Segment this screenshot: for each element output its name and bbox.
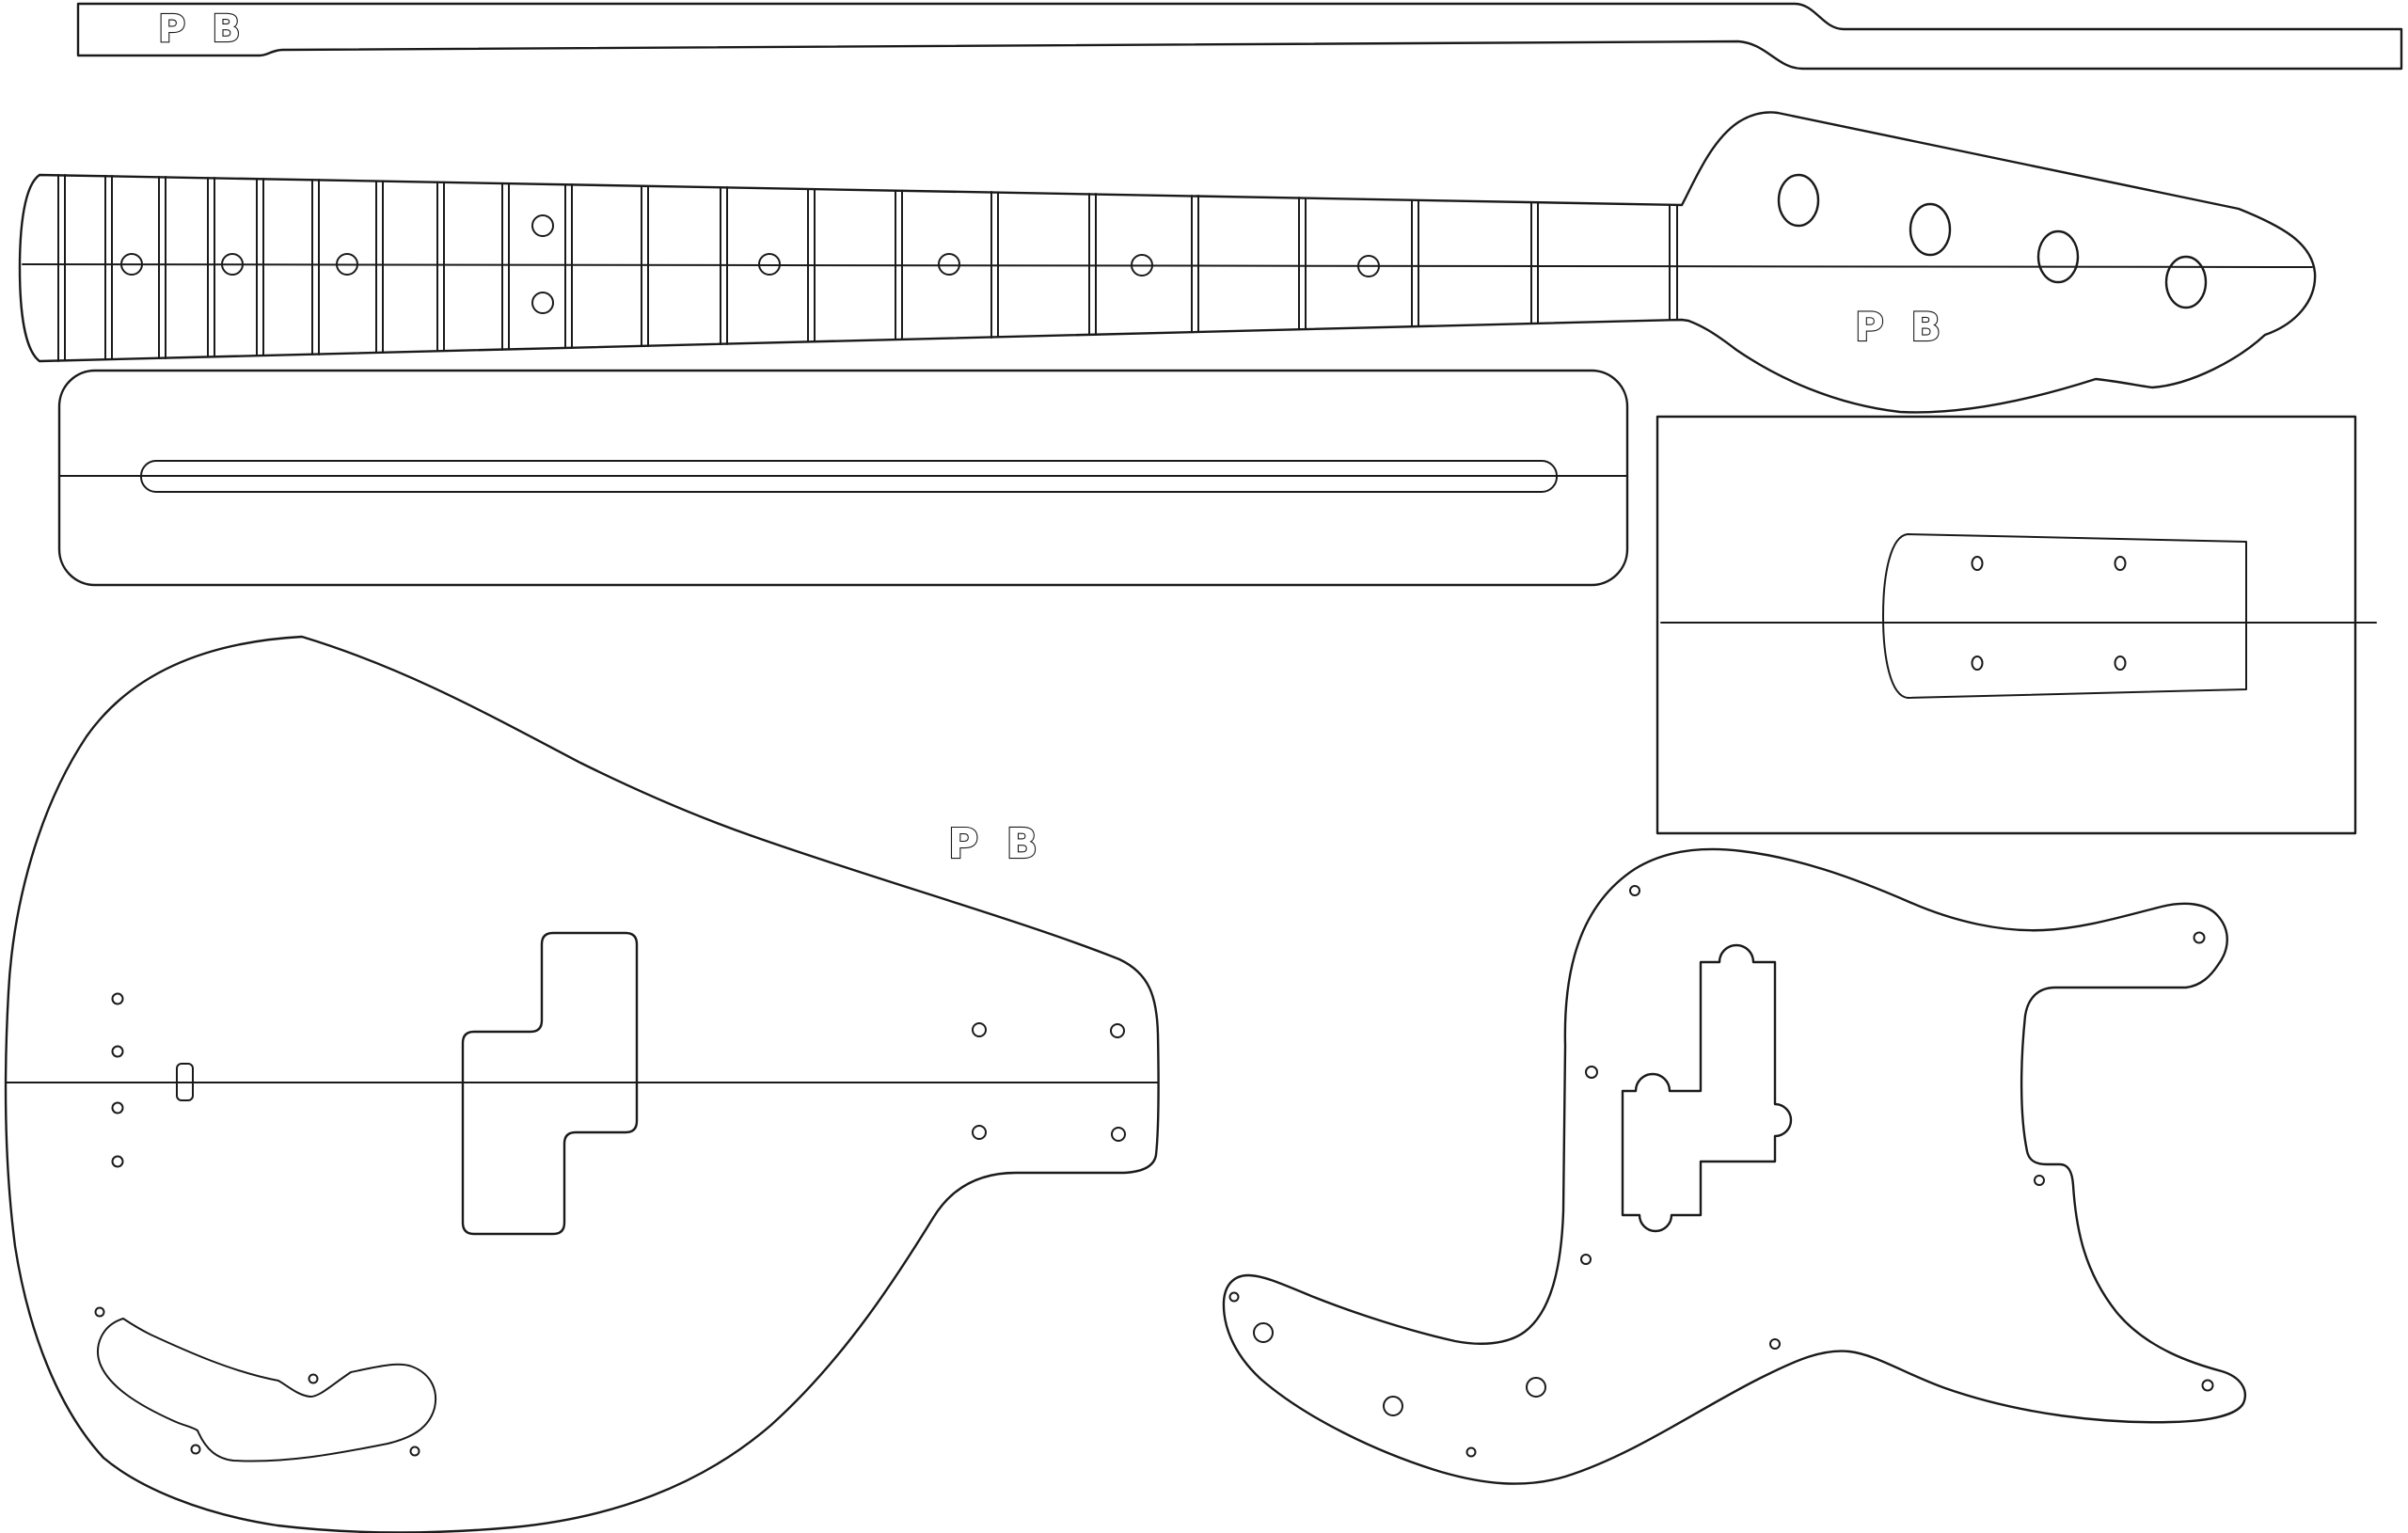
neck-centerline bbox=[22, 263, 2313, 268]
pg-screw-hole-8 bbox=[2034, 1175, 2045, 1186]
pg-pot-hole-3 bbox=[1526, 1377, 1546, 1398]
dot-fret12-upper bbox=[531, 214, 554, 237]
truss-template-outline bbox=[57, 369, 1629, 587]
dot-fret5 bbox=[1131, 254, 1153, 277]
neck-mount-holes bbox=[972, 1022, 1126, 1142]
dot-fret3 bbox=[1357, 255, 1380, 277]
mount-hole-1 bbox=[972, 1022, 987, 1037]
nut-lines bbox=[1669, 204, 1678, 321]
bridge-screw-hole-2 bbox=[2114, 556, 2127, 571]
dot-fret19 bbox=[120, 253, 143, 276]
neck-fretboard-headstock-template: P B bbox=[18, 111, 2317, 414]
pg-pot-hole-1 bbox=[1253, 1322, 1274, 1343]
pickguard-screw-holes bbox=[1228, 885, 2214, 1458]
tuner-hole-1 bbox=[1777, 173, 1820, 228]
pg-pot-hole-2 bbox=[1383, 1396, 1403, 1416]
tuner-hole-2 bbox=[1909, 202, 1952, 257]
headstock-label: P B bbox=[1855, 304, 1947, 350]
pg-screw-hole-2 bbox=[1585, 1066, 1598, 1079]
fret-lines bbox=[57, 174, 1539, 362]
mount-hole-3 bbox=[972, 1125, 987, 1140]
bridge-template-outline bbox=[1656, 415, 2357, 835]
side-hole-3 bbox=[111, 1101, 124, 1114]
neck-outline bbox=[18, 111, 2317, 414]
truss-rod-slot bbox=[140, 460, 1558, 493]
neck-side-profile-template: P B bbox=[76, 2, 2403, 71]
side-template-label: P B bbox=[158, 8, 247, 51]
cavity-screw-hole-1 bbox=[94, 1306, 105, 1318]
dot-fret15 bbox=[336, 253, 358, 276]
body-side-screw-holes bbox=[111, 992, 124, 1168]
cavity-screw-hole-2 bbox=[308, 1373, 319, 1384]
dot-fret12-lower bbox=[531, 292, 554, 314]
pg-screw-hole-7 bbox=[2193, 931, 2206, 944]
pickguard-pickup-cutout bbox=[1621, 943, 1793, 1233]
bridge-plate-outline bbox=[1882, 533, 2247, 699]
pickguard-outline bbox=[1222, 847, 2246, 1485]
mount-hole-2 bbox=[1110, 1023, 1125, 1038]
tuner-holes bbox=[1777, 173, 2208, 309]
body-label: P B bbox=[948, 820, 1044, 868]
pg-screw-hole-1 bbox=[1629, 885, 1640, 896]
pg-screw-hole-3 bbox=[1580, 1254, 1592, 1265]
bridge-screw-hole-1 bbox=[1971, 556, 1984, 571]
bridge-screw-hole-4 bbox=[2114, 656, 2127, 671]
pg-screw-hole-5 bbox=[1465, 1446, 1477, 1458]
control-cavity-outline bbox=[97, 1318, 436, 1462]
bridge-screw-holes bbox=[1971, 556, 2127, 671]
centerline-slot bbox=[176, 1063, 194, 1101]
dot-fret7 bbox=[938, 253, 960, 276]
cavity-screw-holes bbox=[94, 1306, 420, 1457]
side-hole-1 bbox=[111, 992, 124, 1005]
dot-fret9 bbox=[758, 253, 781, 276]
cavity-screw-hole-4 bbox=[409, 1446, 420, 1457]
bridge-plate-template bbox=[1656, 415, 2377, 835]
cavity-screw-hole-3 bbox=[190, 1444, 201, 1455]
mount-hole-4 bbox=[1111, 1127, 1126, 1142]
bridge-screw-hole-3 bbox=[1971, 656, 1984, 671]
dot-fret17 bbox=[221, 253, 244, 276]
body-routing-template: P B bbox=[4, 635, 1160, 1533]
fret-marker-dots bbox=[120, 214, 1380, 314]
body-outline bbox=[4, 635, 1160, 1533]
side-hole-4 bbox=[111, 1155, 124, 1168]
pickguard-template bbox=[1222, 847, 2246, 1485]
pickup-route-cutout bbox=[461, 931, 639, 1236]
truss-rod-slot-template bbox=[57, 369, 1629, 587]
neck-side-outline bbox=[76, 2, 2403, 71]
pg-screw-hole-6 bbox=[1769, 1338, 1781, 1350]
tuner-hole-3 bbox=[2036, 229, 2080, 284]
pg-screw-hole-9 bbox=[2201, 1379, 2214, 1392]
pg-screw-hole-4 bbox=[1228, 1291, 1240, 1303]
tuner-hole-4 bbox=[2164, 255, 2208, 309]
side-hole-2 bbox=[111, 1045, 124, 1058]
